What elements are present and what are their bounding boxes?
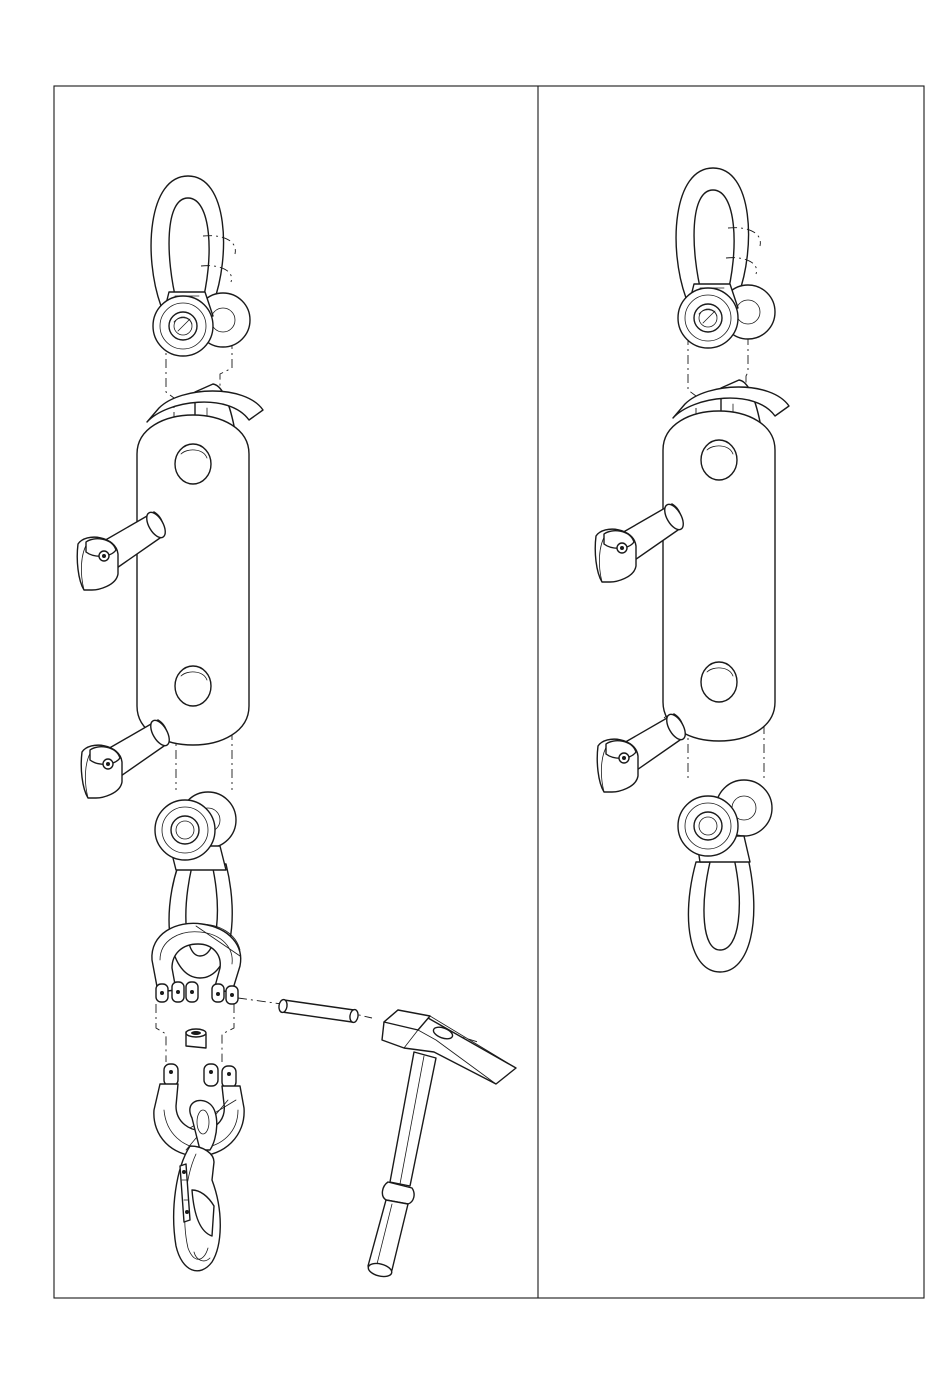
right-panel <box>595 168 789 972</box>
right-lower-bolt <box>597 711 689 792</box>
left-panel <box>77 176 516 1279</box>
link-plate <box>137 384 263 745</box>
top-shackle <box>151 176 250 356</box>
hammer <box>367 1010 516 1279</box>
lower-bolt <box>81 717 173 798</box>
connecting-pin <box>278 999 359 1023</box>
right-top-shackle <box>676 168 775 348</box>
right-bottom-shackle <box>678 780 772 972</box>
right-link-plate <box>663 380 789 741</box>
sleeve-bushing <box>186 1029 206 1048</box>
